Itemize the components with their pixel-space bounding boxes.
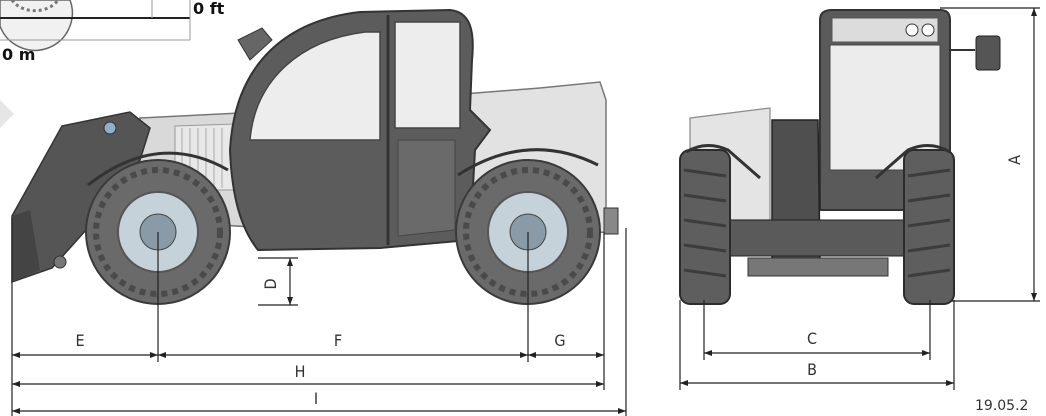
side-dimension-lines xyxy=(11,218,627,416)
dim-label-a: A xyxy=(1005,155,1024,165)
scale-bar: 0 ft 0 m xyxy=(0,0,225,128)
dim-label-e: E xyxy=(75,331,84,350)
tire-emblem xyxy=(0,0,74,52)
dim-label-f: F xyxy=(334,331,342,350)
side-dimension-arrows xyxy=(12,258,626,414)
cab xyxy=(228,8,492,252)
front-dimension-arrows xyxy=(680,8,1037,386)
scale-ft-label: 0 ft xyxy=(193,0,225,18)
dim-label-g: G xyxy=(554,331,565,350)
dim-label-b: B xyxy=(807,360,817,379)
side-view xyxy=(11,8,619,305)
scale-m-label: 0 m xyxy=(2,45,35,64)
front-view xyxy=(679,9,1001,305)
dim-label-h: H xyxy=(295,362,306,381)
document-date: 19.05.2 xyxy=(975,398,1029,414)
dim-label-d: D xyxy=(261,278,280,289)
dim-label-i: I xyxy=(314,389,318,408)
front-dimension-lines xyxy=(679,7,1040,390)
boom-head xyxy=(11,111,151,284)
front-left-tire xyxy=(679,149,731,305)
dim-label-c: C xyxy=(807,329,817,348)
front-right-tire xyxy=(903,149,955,305)
